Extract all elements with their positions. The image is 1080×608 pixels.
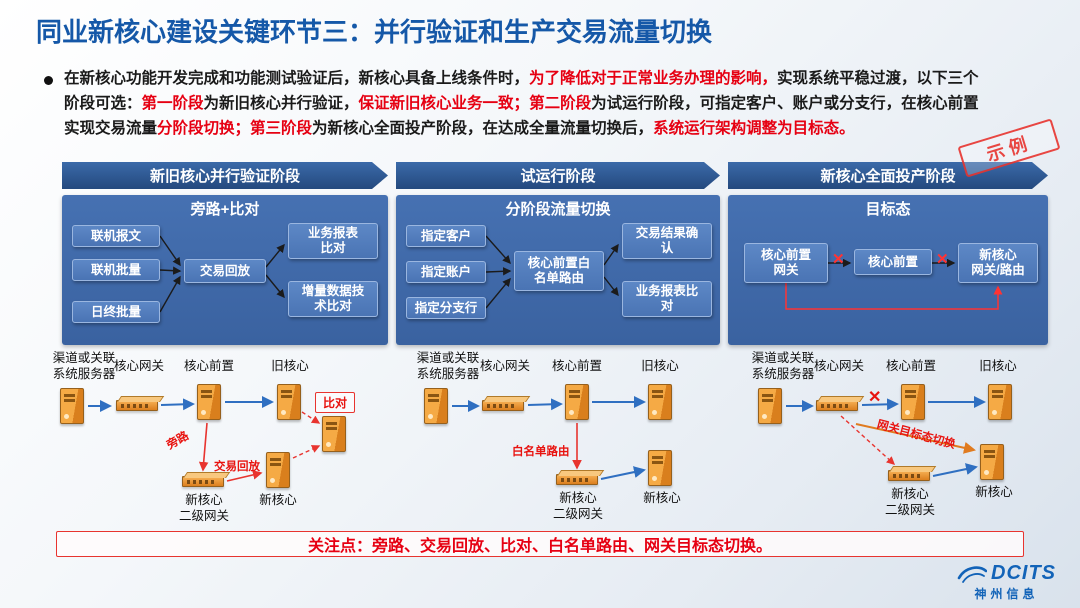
old-core-server-icon bbox=[277, 384, 301, 420]
panel-target-state: 目标态 核心前置 网关 核心前置 新核心 网关/路由 ✕ ✕ bbox=[728, 195, 1048, 345]
label-old-core: 旧核心 bbox=[271, 359, 309, 373]
bullet-icon bbox=[44, 76, 53, 85]
new-core-l2-gateway-icon bbox=[888, 470, 930, 481]
phase-arrow-parallel-verification: 新旧核心并行验证阶段 bbox=[62, 162, 388, 189]
panel3-connectors bbox=[785, 258, 1003, 310]
box-core-front-gateway: 核心前置 网关 bbox=[744, 243, 828, 283]
dcits-logo: DCITS 神州信息 bbox=[957, 562, 1056, 602]
box-new-core-gateway-route: 新核心 网关/路由 bbox=[958, 243, 1038, 283]
core-gateway-icon bbox=[482, 400, 524, 411]
channel-server-icon bbox=[60, 388, 84, 424]
panel1-connectors bbox=[159, 235, 285, 313]
compare-target-server-icon bbox=[322, 416, 346, 452]
new-core-server-icon bbox=[266, 452, 290, 488]
label-new-core: 新核心 bbox=[259, 493, 297, 507]
core-gateway-icon bbox=[116, 400, 158, 411]
label-l2-gateway: 新核心 二级网关 bbox=[178, 493, 229, 524]
box-report-compare: 业务报表比 对 bbox=[622, 281, 712, 317]
label-new-core: 新核心 bbox=[643, 491, 681, 505]
new-core-server-icon bbox=[648, 450, 672, 486]
box-designated-accounts: 指定账户 bbox=[406, 261, 486, 283]
box-core-front: 核心前置 bbox=[854, 249, 932, 275]
box-designated-branches: 指定分支行 bbox=[406, 297, 486, 319]
box-transaction-replay: 交易回放 bbox=[184, 259, 266, 283]
key-points-note: 关注点：旁路、交易回放、比对、白名单路由、网关目标态切换。 bbox=[56, 531, 1024, 557]
whitelist-routing-label: 白名单路由 bbox=[512, 446, 570, 458]
label-old-core: 旧核心 bbox=[641, 359, 679, 373]
label-core-front: 核心前置 bbox=[551, 359, 602, 373]
core-front-server-icon bbox=[197, 384, 221, 420]
compare-label: 比对 bbox=[315, 392, 356, 413]
channel-server-icon bbox=[424, 388, 448, 424]
box-incremental-data-compare: 增量数据技 术比对 bbox=[288, 281, 378, 317]
old-core-server-icon bbox=[648, 384, 672, 420]
label-channel-servers: 渠道或关联 系统服务器 bbox=[416, 351, 480, 382]
box-report-compare: 业务报表 比对 bbox=[288, 223, 378, 259]
logo-company-name: 神州信息 bbox=[974, 587, 1039, 601]
disconnect-x-icon: ✕ bbox=[832, 251, 845, 268]
panel-title: 分阶段流量切换 bbox=[505, 201, 611, 218]
box-eod-batch: 日终批量 bbox=[72, 301, 160, 323]
logo-brand-text: DCITS bbox=[991, 562, 1056, 584]
core-gateway-icon bbox=[816, 400, 858, 411]
core-front-server-icon bbox=[565, 384, 589, 420]
logo-swoosh-icon bbox=[957, 565, 987, 583]
label-l2-gateway: 新核心 二级网关 bbox=[552, 491, 603, 522]
label-new-core: 新核心 bbox=[975, 485, 1013, 499]
label-channel-servers: 渠道或关联 系统服务器 bbox=[52, 351, 116, 382]
phase-arrow-trial-run: 试运行阶段 bbox=[396, 162, 720, 189]
box-online-batch: 联机批量 bbox=[72, 259, 160, 281]
box-transaction-result-confirm: 交易结果确 认 bbox=[622, 223, 712, 259]
bypass-label: 旁路 bbox=[165, 429, 191, 452]
box-designated-customers: 指定客户 bbox=[406, 225, 486, 247]
new-core-server-icon bbox=[980, 444, 1004, 480]
label-core-gateway: 核心网关 bbox=[113, 359, 164, 373]
box-whitelist-routing: 核心前置白 名单路由 bbox=[514, 251, 604, 291]
gateway-target-switch-label: 网关目标态切换 bbox=[875, 418, 957, 452]
page-title: 同业新核心建设关键环节三：并行验证和生产交易流量切换 bbox=[36, 17, 713, 47]
label-l2-gateway: 新核心 二级网关 bbox=[884, 487, 935, 518]
intro-paragraph: 在新核心功能开发完成和功能测试验证后，新核心具备上线条件时，为了降低对于正常业务… bbox=[64, 70, 979, 137]
new-core-l2-gateway-icon bbox=[556, 474, 598, 485]
panel-title: 旁路+比对 bbox=[190, 201, 260, 218]
label-core-gateway: 核心网关 bbox=[813, 359, 864, 373]
label-core-front: 核心前置 bbox=[885, 359, 936, 373]
panel2-connectors bbox=[485, 235, 619, 309]
new-core-l2-gateway-icon bbox=[182, 476, 224, 487]
panel-staged-traffic-switch: 分阶段流量切换 指定客户 指定账户 指定分支行 核心前置白 名单路由 交易结果确… bbox=[396, 195, 720, 345]
label-core-front: 核心前置 bbox=[183, 359, 234, 373]
replay-label: 交易回放 bbox=[214, 461, 260, 473]
disconnect-x-icon: ✕ bbox=[868, 389, 882, 406]
label-old-core: 旧核心 bbox=[979, 359, 1017, 373]
old-core-server-icon bbox=[988, 384, 1012, 420]
panel-bypass-compare: 旁路+比对 联机报文 联机批量 日终批量 交易回放 业务报表 比对 增量数据技 … bbox=[62, 195, 388, 345]
panel-title: 目标态 bbox=[865, 201, 911, 218]
disconnect-x-icon: ✕ bbox=[936, 251, 949, 268]
channel-server-icon bbox=[758, 388, 782, 424]
label-core-gateway: 核心网关 bbox=[479, 359, 530, 373]
label-channel-servers: 渠道或关联 系统服务器 bbox=[751, 351, 815, 382]
core-front-server-icon bbox=[901, 384, 925, 420]
box-online-message: 联机报文 bbox=[72, 225, 160, 247]
phase-arrow-full-production: 新核心全面投产阶段 bbox=[728, 162, 1048, 189]
